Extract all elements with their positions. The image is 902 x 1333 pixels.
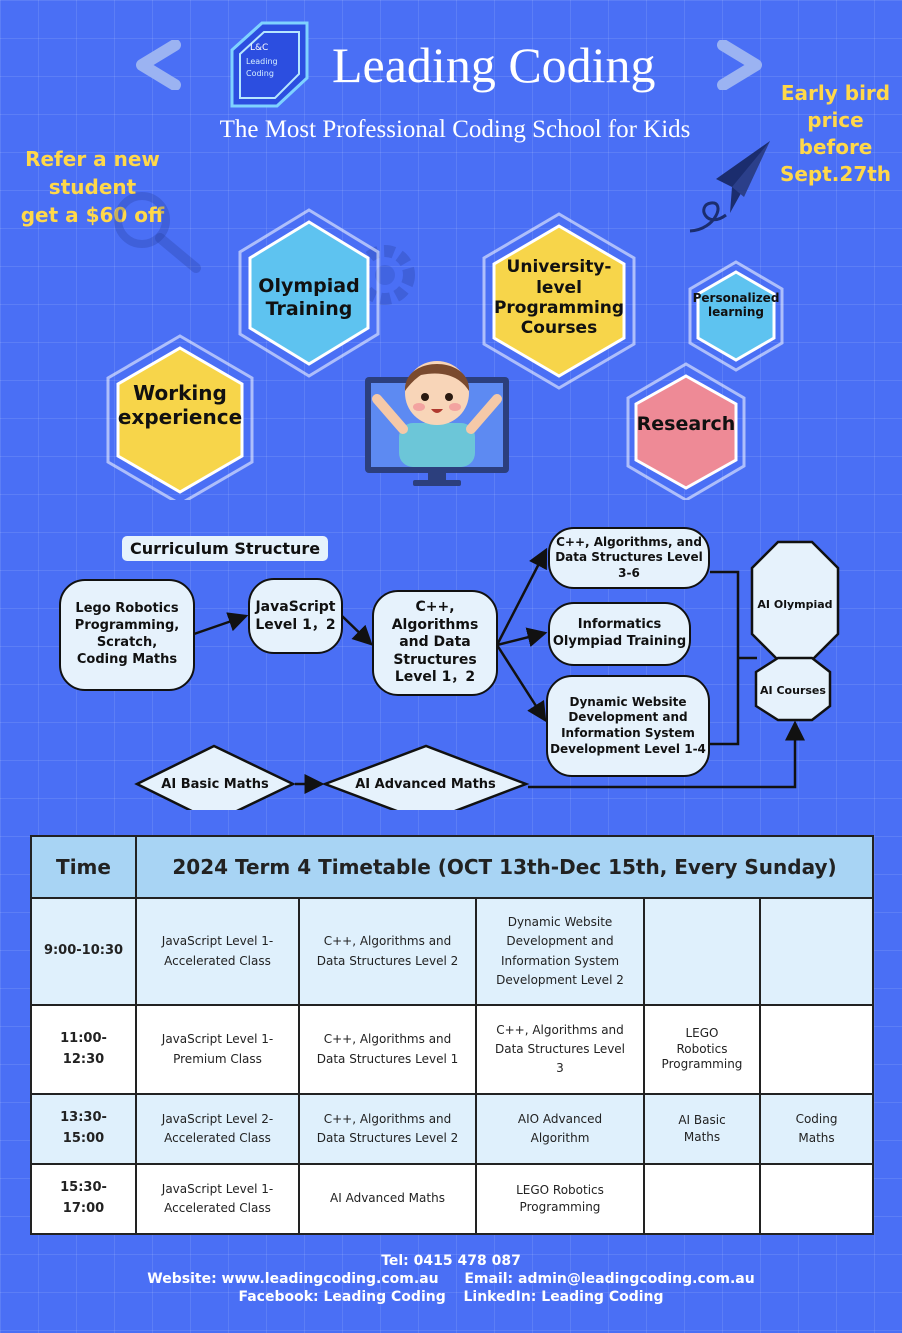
timetable-time-header: Time: [30, 835, 137, 899]
table-row: 13:30-15:00 JavaScript Level 2-Accelerat…: [30, 1093, 875, 1165]
time-cell: 11:00-12:30: [30, 1004, 137, 1095]
class-cell-empty: [758, 1163, 875, 1235]
feature-research: Research: [636, 412, 736, 435]
tagline: The Most Professional Coding School for …: [219, 116, 691, 143]
timetable: Time 2024 Term 4 Timetable (OCT 13th-Dec…: [30, 835, 875, 1235]
curriculum-connectors: [134, 540, 840, 810]
class-cell: JavaScript Level 2-Accelerated Class: [135, 1093, 300, 1165]
early-bird-promo: Early bird price before Sept.27th: [779, 81, 892, 186]
brand-logo: L&C Leading Coding: [230, 21, 309, 108]
class-cell: JavaScript Level 1-Accelerated Class: [135, 897, 300, 1006]
contact-facebook[interactable]: Facebook: Leading Coding: [238, 1289, 446, 1306]
svg-text:L&C: L&C: [250, 43, 268, 53]
class-cell: JavaScript Level 1-Accelerated Class: [135, 1163, 300, 1235]
class-cell-empty: [643, 897, 761, 1006]
class-cell-empty: [643, 1163, 761, 1235]
node-ai-olympiad: AI Olympiad: [757, 597, 833, 611]
contact-tel: Tel: 0415 478 087: [381, 1253, 521, 1269]
feature-hexagons: [106, 208, 784, 500]
contact-linkedin[interactable]: LinkedIn: Leading Coding: [463, 1289, 664, 1306]
magnifier-icon: [114, 192, 201, 273]
refer-promo: Refer a new student get a $60 off: [20, 147, 165, 227]
table-row: 15:30-17:00 JavaScript Level 1-Accelerat…: [30, 1163, 875, 1235]
class-cell: JavaScript Level 1-Premium Class: [135, 1004, 300, 1095]
brand-title: Leading Coding: [332, 37, 656, 93]
class-cell-empty: [758, 897, 875, 1006]
contact-email[interactable]: Email: admin@leadingcoding.com.au: [464, 1271, 755, 1288]
contact-website[interactable]: Website: www.leadingcoding.com.au: [147, 1271, 439, 1288]
table-row: 11:00-12:30 JavaScript Level 1-Premium C…: [30, 1004, 875, 1095]
curriculum-title: Curriculum Structure: [122, 536, 329, 561]
contact-footer: Tel: 0415 478 087 Website: www.leadingco…: [0, 1252, 902, 1307]
node-ai-advanced-maths: AI Advanced Maths: [355, 776, 496, 792]
time-cell: 13:30-15:00: [30, 1093, 137, 1165]
chevron-left-icon: [136, 40, 181, 90]
chevron-right-icon: [717, 40, 762, 90]
node-ai-courses: AI Courses: [760, 683, 826, 697]
svg-text:Coding: Coding: [246, 69, 274, 78]
table-row: 9:00-10:30 JavaScript Level 1-Accelerate…: [30, 897, 875, 1006]
kid-monitor-illustration: [365, 361, 509, 486]
time-cell: 15:30-17:00: [30, 1163, 137, 1235]
node-ai-basic-maths: AI Basic Maths: [161, 776, 269, 792]
class-cell: AI Advanced Maths: [298, 1163, 477, 1235]
paper-plane-icon: [689, 141, 770, 233]
class-cell-empty: [758, 1004, 875, 1095]
time-cell: 9:00-10:30: [30, 897, 137, 1006]
timetable-title: 2024 Term 4 Timetable (OCT 13th-Dec 15th…: [134, 835, 875, 899]
gear-icon: [355, 245, 415, 305]
svg-text:Leading: Leading: [246, 57, 278, 66]
